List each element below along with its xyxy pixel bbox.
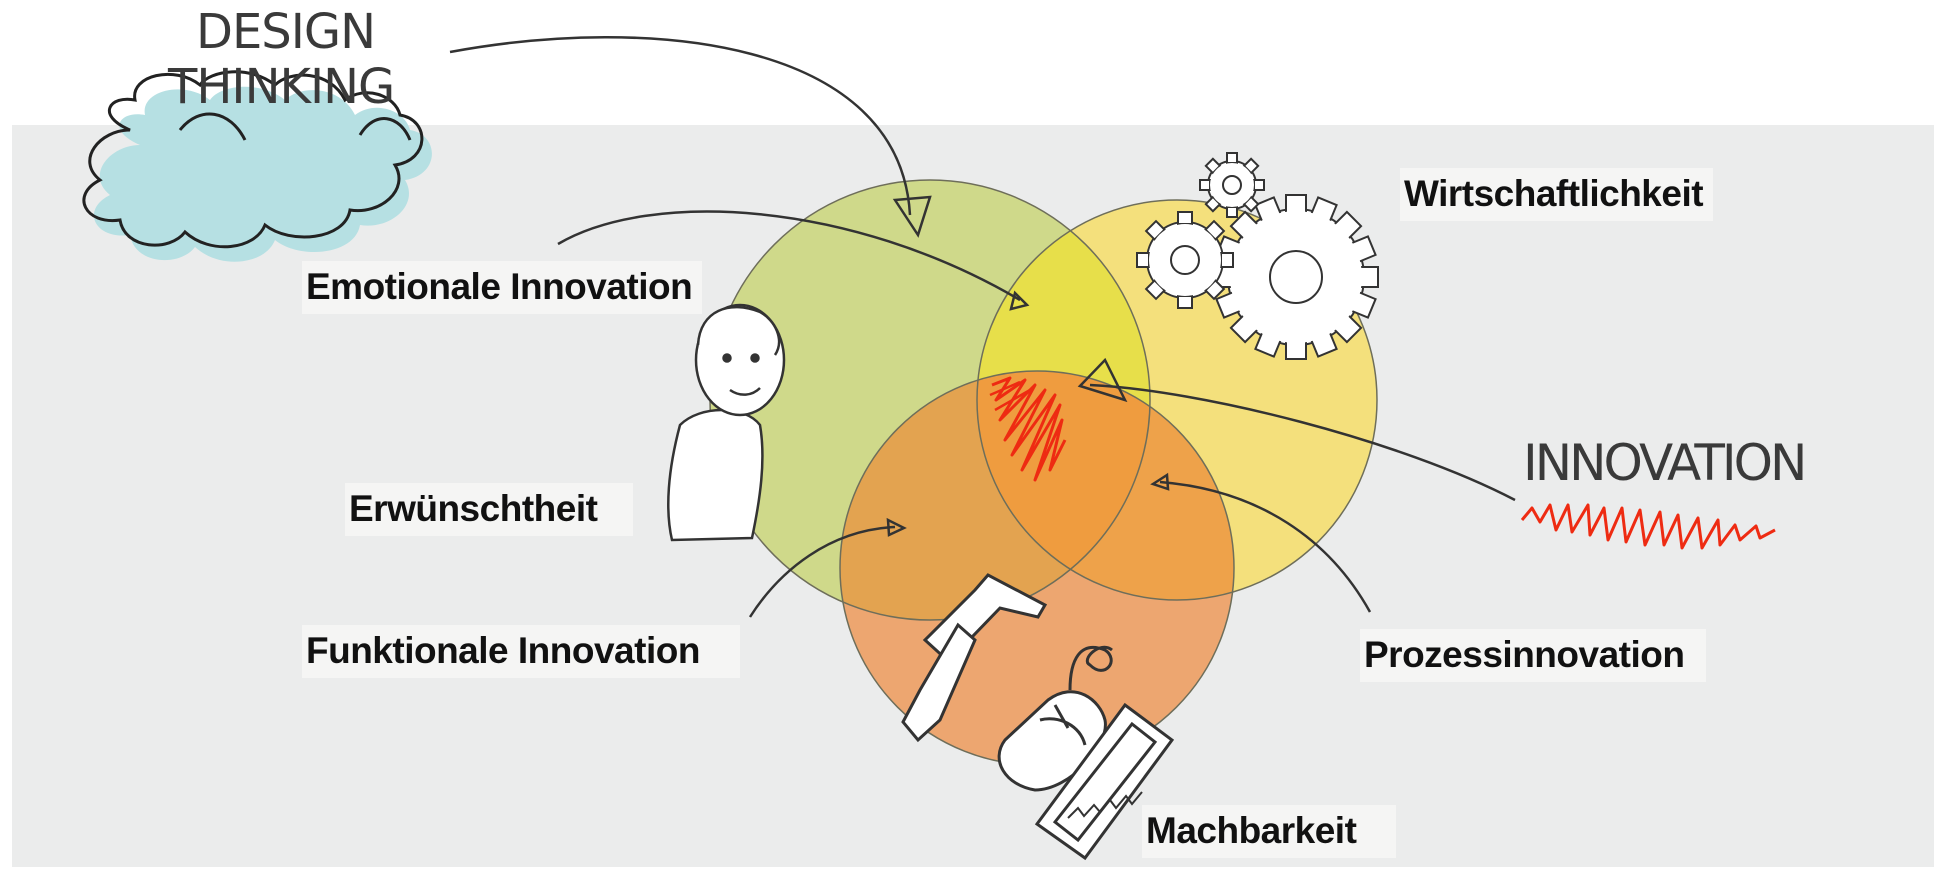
innovation-scribble — [1520, 503, 1776, 550]
emotional-arrow — [557, 210, 1021, 302]
hammer-icon — [901, 573, 1048, 743]
cloud-title-line2: THINKING — [167, 59, 394, 115]
label-economy: Wirtschaftlichkeit — [1400, 168, 1714, 221]
cloud-arrow — [449, 36, 912, 216]
innovation-scribble-center — [991, 376, 1067, 482]
functional-arrow — [748, 525, 896, 618]
person-icon — [667, 303, 786, 542]
label-desirability: Erwünschtheit — [345, 483, 634, 536]
label-emotional-innovation: Emotionale Innovation — [302, 261, 703, 314]
innovation-arrow — [1089, 383, 1516, 502]
connector-lines — [449, 36, 1516, 618]
cloud-title-line1: DESIGN — [196, 4, 375, 60]
label-feasibility: Machbarkeit — [1142, 805, 1397, 858]
keyboard-icon — [1034, 702, 1175, 861]
arrowheads — [886, 195, 1170, 537]
innovation-label: INNOVATION — [1523, 434, 1804, 492]
cloud-icon — [82, 70, 432, 262]
process-arrow — [1159, 480, 1372, 613]
label-functional-innovation: Funktionale Innovation — [302, 625, 740, 678]
gears-icon — [1136, 152, 1379, 360]
label-process-innovation: Prozessinnovation — [1360, 629, 1707, 682]
